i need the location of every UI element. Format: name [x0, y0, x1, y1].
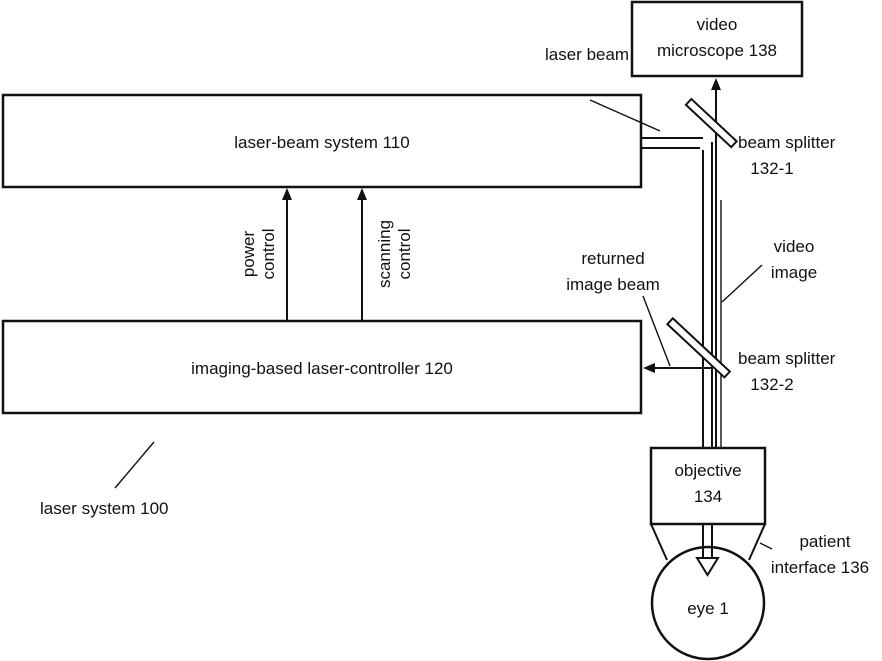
video-microscope-block: [632, 2, 802, 76]
scanning-control-label-2: control: [395, 228, 414, 279]
returned-image-beam-arrowhead: [643, 363, 655, 373]
eye-label: eye 1: [687, 599, 729, 618]
power-control-label-2: control: [259, 228, 278, 279]
power-control-arrowhead: [282, 188, 292, 200]
laser-system-leader: [115, 442, 154, 488]
video-microscope-label-2: microscope 138: [657, 41, 777, 60]
scanning-control-label-1: scanning: [375, 220, 394, 288]
returned-image-beam-label-1: returned: [581, 249, 644, 268]
video-image-label-2: image: [771, 263, 817, 282]
objective-label-1: objective: [674, 461, 741, 480]
video-image-label-1: video: [774, 237, 815, 256]
video-image-arrowhead: [711, 78, 721, 90]
beam-splitter-2-label-2: 132-2: [750, 375, 793, 394]
video-image-leader: [722, 265, 762, 302]
laser-controller-label: imaging-based laser-controller 120: [191, 359, 453, 378]
patient-interface-label-1: patient: [799, 532, 850, 551]
objective-label-2: 134: [694, 487, 722, 506]
patient-interface-leader: [760, 543, 772, 549]
returned-image-beam-leader: [643, 296, 670, 366]
power-control-label-1: power: [239, 231, 258, 278]
patient-interface-label-2: interface 136: [771, 558, 869, 577]
laser-beam-label: laser beam: [545, 45, 629, 64]
laser-system-label: laser system 100: [40, 499, 169, 518]
beam-splitter-1-label-1: beam splitter: [738, 133, 836, 152]
beam-splitter-1-label-2: 132-1: [750, 159, 793, 178]
objective-block: [651, 448, 765, 524]
beam-splitter-132-1: [686, 99, 737, 147]
patient-interface-right: [749, 524, 765, 560]
laser-beam-system-label: laser-beam system 110: [234, 133, 409, 152]
video-microscope-label-1: video: [697, 15, 738, 34]
scanning-control-arrowhead: [357, 188, 367, 200]
beam-splitter-2-label-1: beam splitter: [738, 349, 836, 368]
patient-interface-left: [651, 524, 667, 560]
returned-image-beam-label-2: image beam: [566, 275, 660, 294]
